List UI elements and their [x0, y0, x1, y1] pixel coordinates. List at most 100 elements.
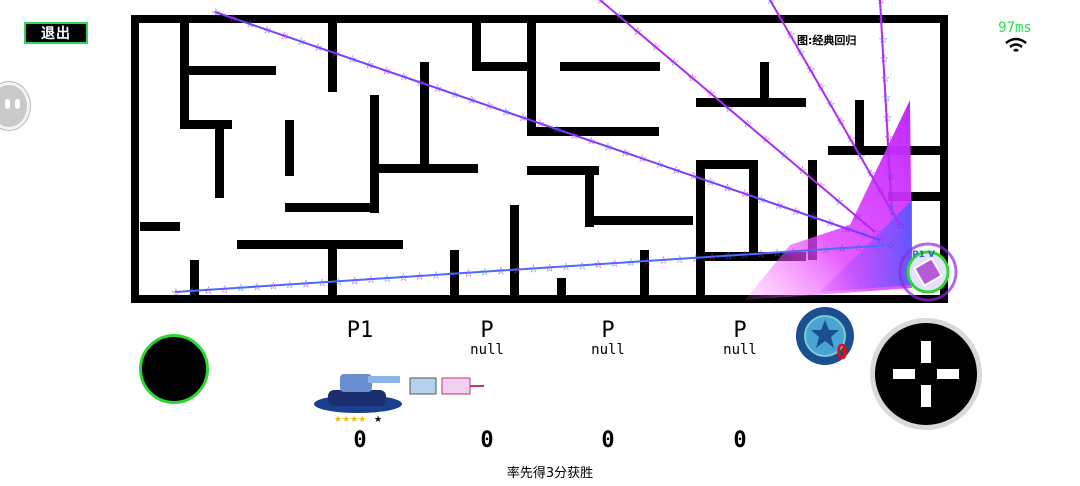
player-tag: P	[601, 318, 615, 343]
star-icon: ☆	[853, 211, 863, 224]
star-icon: ☆	[416, 76, 426, 89]
star-icon: ☆	[480, 266, 490, 279]
star-icon: ☆	[594, 258, 604, 271]
star-icon: ☆	[879, 53, 889, 66]
star-icon: ☆	[399, 271, 409, 284]
star-icon: ☆	[723, 181, 733, 194]
star-icon: ☆	[279, 29, 289, 42]
player-slot-2: P null	[447, 318, 527, 359]
star-icon: ☆	[859, 228, 869, 241]
star-icon: ☆	[467, 94, 477, 107]
star-icon: ☆	[821, 243, 831, 256]
star-icon: ☆	[796, 46, 806, 59]
star-icon: ☆	[688, 170, 698, 183]
ammo-count: 0	[836, 340, 849, 364]
player-2-score: 0	[480, 428, 494, 453]
star-icon: ☆	[808, 211, 818, 224]
star-icon: ☆	[756, 248, 766, 261]
star-icon: ☆	[347, 53, 357, 66]
star-icon: ☆	[633, 25, 643, 38]
star-icon: ☆	[871, 226, 881, 239]
star-icon: ☆	[740, 249, 750, 262]
star-icon: ☆	[415, 270, 425, 283]
star-icon: ☆	[296, 35, 306, 48]
star-icon: ☆	[816, 180, 826, 193]
bullet-trails	[174, 0, 901, 293]
star-icon: ☆	[236, 282, 246, 295]
star-icon: ☆	[766, 0, 776, 7]
star-icon: ☆	[569, 129, 579, 142]
player-tag: P	[480, 318, 494, 343]
star-icon: ☆	[610, 257, 620, 270]
exit-button[interactable]: 退出	[24, 22, 88, 44]
star-icon: ☆	[382, 64, 392, 77]
map-name-label: 图:经典回归	[797, 34, 857, 47]
star-icon: ☆	[866, 167, 876, 180]
star-icon: ☆	[535, 117, 545, 130]
star-icon: ☆	[880, 72, 890, 85]
fire-button[interactable]	[870, 318, 982, 430]
star-icon: ☆	[642, 255, 652, 268]
star-icon: ☆	[836, 115, 846, 128]
star-icon: ☆	[876, 184, 886, 197]
star-icon: ☆	[705, 176, 715, 189]
star-icon: ☆	[825, 216, 835, 229]
star-icon: ☆	[252, 281, 262, 294]
star-icon: ☆	[382, 272, 392, 285]
star-icon: ☆	[501, 105, 511, 118]
star-icon: ☆	[877, 14, 887, 27]
star-icon: ☆	[772, 246, 782, 259]
star-icon: ☆	[798, 164, 808, 177]
star-icon: ☆	[707, 251, 717, 264]
star-icon: ☆	[262, 24, 272, 37]
star-icon: ☆	[883, 111, 893, 124]
star-icon: ☆	[364, 59, 374, 72]
star-icon: ☆	[834, 195, 844, 208]
star-icon: ☆	[870, 240, 880, 253]
star-icon: ☆	[211, 6, 221, 19]
star-icon: ☆	[706, 87, 716, 100]
special-ammo-button[interactable]	[795, 306, 861, 368]
star-icon: ☆	[313, 41, 323, 54]
player-1-score: 0	[353, 428, 367, 453]
star-icon: ☆	[220, 283, 230, 296]
star-icon: ☆	[603, 140, 613, 153]
wifi-icon	[1005, 37, 1027, 52]
star-icon: ☆	[805, 244, 815, 257]
star-icon: ☆	[887, 189, 897, 202]
star-icon: ☆	[743, 118, 753, 131]
svg-text:★: ★	[374, 415, 382, 425]
star-icon: ☆	[245, 18, 255, 31]
star-icon: ☆	[484, 100, 494, 113]
floating-assist-icon[interactable]	[0, 82, 30, 130]
player-4-score: 0	[733, 428, 747, 453]
star-icon: ☆	[330, 47, 340, 60]
star-icon: ☆	[518, 111, 528, 124]
star-icon: ☆	[886, 170, 896, 183]
star-icon: ☆	[496, 265, 506, 278]
maze-walls	[131, 15, 948, 303]
star-icon: ☆	[881, 92, 891, 105]
star-icon: ☆	[626, 256, 636, 269]
star-icon: ☆	[512, 264, 522, 277]
star-icon: ☆	[366, 273, 376, 286]
star-icon: ☆	[886, 239, 896, 252]
star-icon: ☆	[724, 102, 734, 115]
crosshair-icon	[893, 341, 959, 407]
star-icon: ☆	[614, 9, 624, 22]
star-icon: ☆	[577, 259, 587, 272]
player-slot-3: P null	[568, 318, 648, 359]
star-icon: ☆	[886, 202, 896, 215]
move-joystick[interactable]	[139, 334, 209, 404]
star-icon: ☆	[774, 199, 784, 212]
star-icon: ☆	[620, 146, 630, 159]
star-icon: ☆	[884, 131, 894, 144]
star-icon: ☆	[552, 123, 562, 136]
star-icon: ☆	[779, 149, 789, 162]
star-icon: ☆	[529, 263, 539, 276]
star-icon: ☆	[688, 71, 698, 84]
star-icon: ☆	[228, 12, 238, 25]
star-icon: ☆	[724, 250, 734, 263]
star-icon: ☆	[596, 0, 606, 7]
star-icon: ☆	[878, 33, 888, 46]
